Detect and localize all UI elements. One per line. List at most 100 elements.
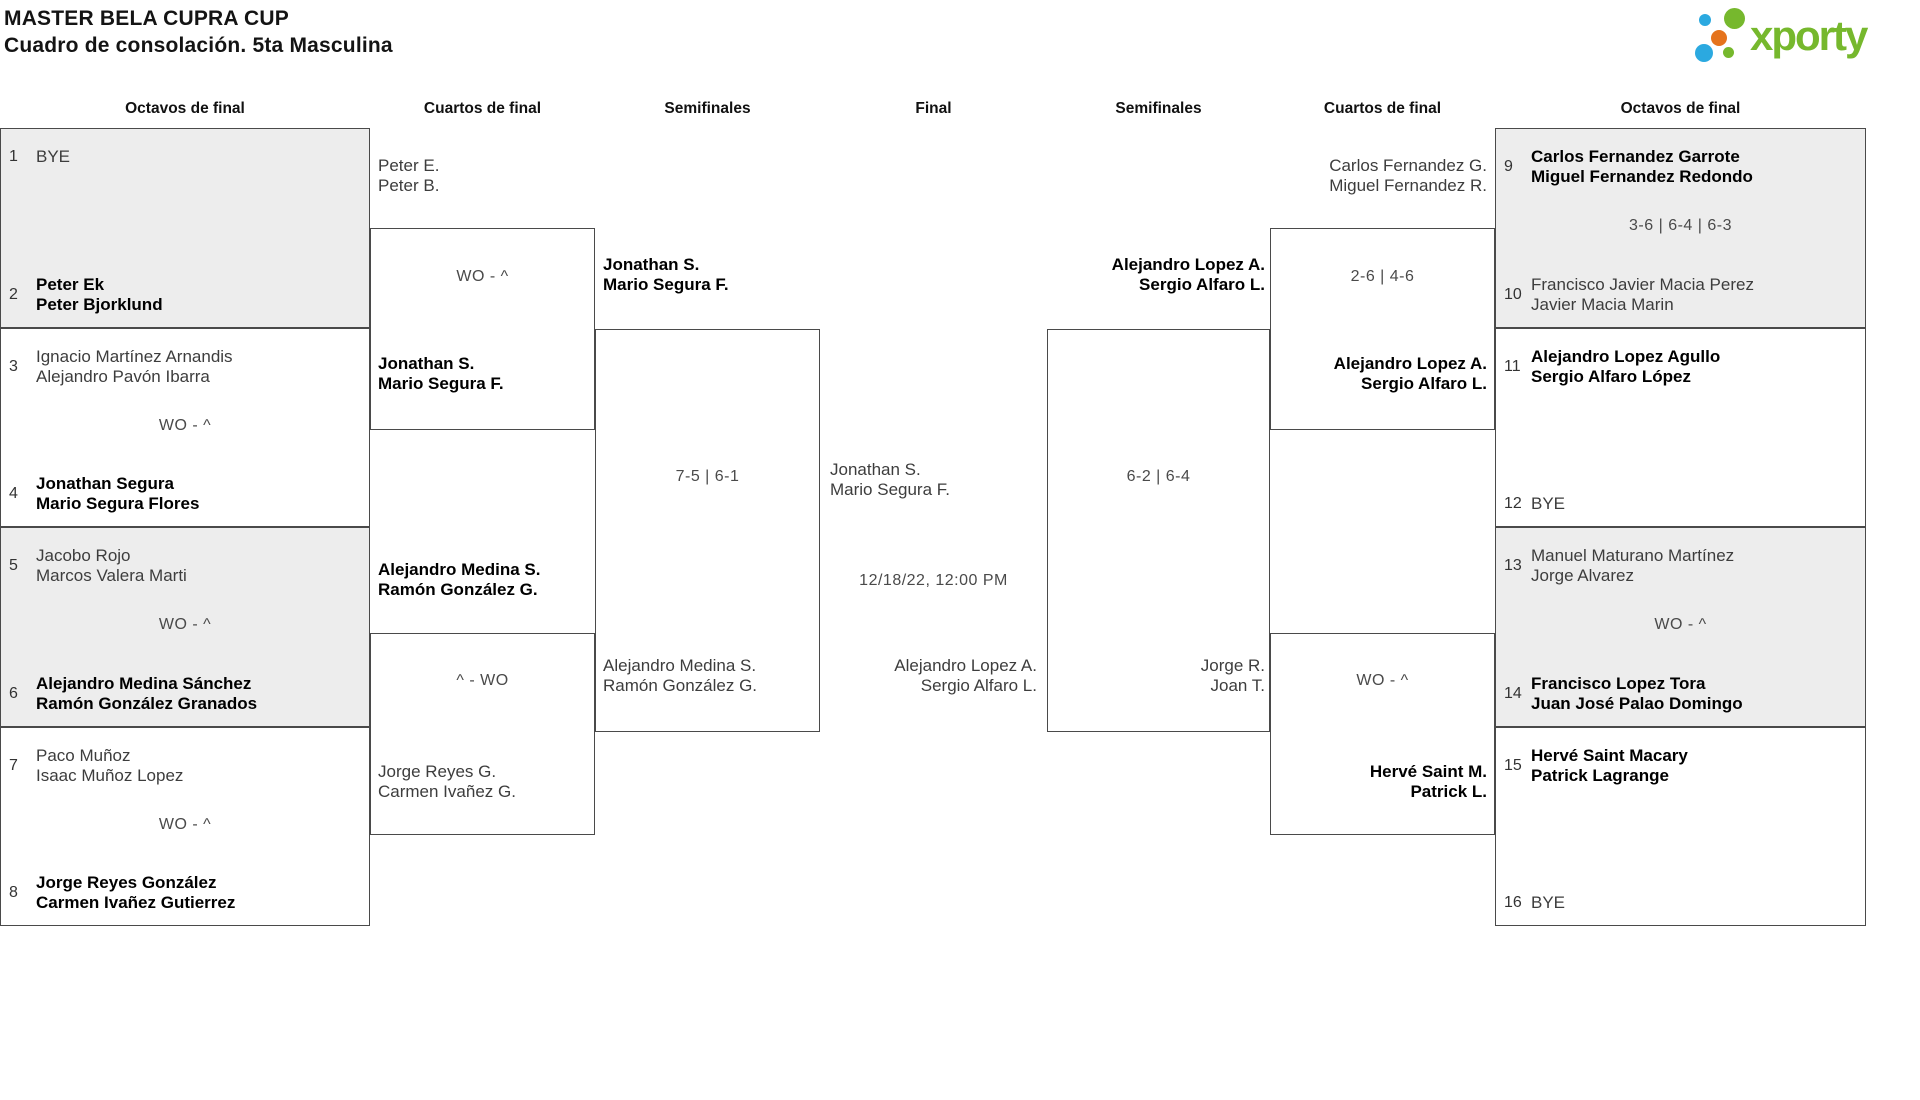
page-subtitle: Cuadro de consolación. 5ta Masculina [4, 34, 393, 57]
seed-number: 5 [9, 557, 18, 574]
round-header-octavos-left: Octavos de final [125, 100, 245, 117]
logo-dot-blue-large [1695, 44, 1713, 62]
match-score: 2-6 | 4-6 [1350, 268, 1415, 285]
team-slot: 2 Peter Ek Peter Bjorklund [9, 275, 361, 315]
logo-wordmark: xporty [1750, 12, 1868, 59]
bracket-connector-qf-right-1 [1270, 228, 1495, 430]
team-names: Carlos Fernandez Garrote Miguel Fernande… [1531, 147, 1753, 186]
page-title: MASTER BELA CUPRA CUP [4, 7, 289, 30]
round-header-semis-right: Semifinales [1115, 100, 1202, 117]
seed-number: 1 [9, 148, 18, 165]
team-slot: 1 BYE [9, 147, 361, 167]
team-names: Hervé Saint M. Patrick L. [1369, 762, 1487, 801]
team-names: Jorge Reyes González Carmen Ivañez Gutie… [36, 873, 236, 912]
match-box-octavos-7-8: 7 Paco Muñoz Isaac Muñoz Lopez WO - ^ 8 … [0, 727, 370, 926]
round-header-cuartos-left: Cuartos de final [423, 100, 542, 117]
seed-number: 3 [9, 358, 18, 375]
seed-number: 13 [1504, 557, 1522, 574]
match-box-octavos-15-16: 15 Hervé Saint Macary Patrick Lagrange 1… [1495, 727, 1866, 926]
team-names: Jonathan S. Mario Segura F. [378, 354, 504, 393]
match-box-octavos-9-10: 9 Carlos Fernandez Garrote Miguel Fernan… [1495, 128, 1866, 328]
seed-number: 6 [9, 685, 18, 702]
bracket-connector-sf-left [595, 329, 820, 732]
seed-number: 8 [9, 884, 18, 901]
logo-dot-green-small [1723, 47, 1734, 58]
team-names: Jorge Reyes G. Carmen Ivañez G. [378, 762, 516, 801]
match-box-octavos-5-6: 5 Jacobo Rojo Marcos Valera Marti WO - ^… [0, 527, 370, 727]
team-names: Alejandro Lopez A. Sergio Alfaro L. [1111, 255, 1265, 294]
team-names: Manuel Maturano Martínez Jorge Alvarez [1531, 546, 1735, 585]
team-slot: 5 Jacobo Rojo Marcos Valera Marti [9, 546, 361, 586]
team-names: Alejandro Lopez A. Sergio Alfaro L. [1333, 354, 1487, 393]
team-slot: 9 Carlos Fernandez Garrote Miguel Fernan… [1504, 147, 1857, 187]
team-slot: 15 Hervé Saint Macary Patrick Lagrange [1504, 746, 1857, 786]
team-names: BYE [1531, 494, 1566, 513]
round-header-final: Final [915, 100, 952, 117]
seed-number: 7 [9, 757, 18, 774]
team-names: Paco Muñoz Isaac Muñoz Lopez [36, 746, 184, 785]
team-slot: 12 BYE [1504, 494, 1857, 514]
match-score: WO - ^ [456, 268, 509, 285]
team-slot: 16 BYE [1504, 893, 1857, 913]
team-slot: 6 Alejandro Medina Sánchez Ramón Gonzále… [9, 674, 361, 714]
seed-number: 15 [1504, 757, 1522, 774]
seed-number: 10 [1504, 286, 1522, 303]
round-header-semis-left: Semifinales [664, 100, 751, 117]
round-header-octavos-right: Octavos de final [1620, 100, 1741, 117]
round-header-cuartos-right: Cuartos de final [1323, 100, 1442, 117]
seed-number: 9 [1504, 158, 1513, 175]
seed-number: 2 [9, 286, 18, 303]
match-box-octavos-11-12: 11 Alejandro Lopez Agullo Sergio Alfaro … [1495, 328, 1866, 527]
team-names: Jacobo Rojo Marcos Valera Marti [36, 546, 187, 585]
team-slot: 13 Manuel Maturano Martínez Jorge Alvare… [1504, 546, 1857, 586]
team-names: Jonathan Segura Mario Segura Flores [36, 474, 200, 513]
team-names: Peter Ek Peter Bjorklund [36, 275, 163, 314]
logo-dot-blue-small [1699, 14, 1711, 26]
team-slot: 11 Alejandro Lopez Agullo Sergio Alfaro … [1504, 347, 1857, 387]
team-names: Francisco Javier Macia Perez Javier Maci… [1531, 275, 1754, 314]
team-names: Jonathan S. Mario Segura F. [603, 255, 729, 294]
logo-dot-green-large [1724, 8, 1745, 29]
match-score: WO - ^ [1654, 616, 1707, 633]
logo-dot-orange [1711, 30, 1727, 46]
seed-number: 12 [1504, 495, 1522, 512]
match-score: WO - ^ [158, 417, 212, 434]
match-score: 6-2 | 6-4 [1126, 468, 1191, 485]
match-box-octavos-1-2: 1 BYE 2 Peter Ek Peter Bjorklund [0, 128, 370, 328]
team-names: BYE [36, 147, 71, 166]
team-names: Jonathan S. Mario Segura F. [830, 460, 950, 499]
match-score: 7-5 | 6-1 [675, 468, 740, 485]
bracket-connector-qf-left-2 [370, 633, 595, 835]
team-slot: 14 Francisco Lopez Tora Juan José Palao … [1504, 674, 1857, 714]
team-slot: 10 Francisco Javier Macia Perez Javier M… [1504, 275, 1857, 315]
team-slot: 3 Ignacio Martínez Arnandis Alejandro Pa… [9, 347, 361, 387]
bracket-connector-qf-left-1 [370, 228, 595, 430]
match-score: ^ - WO [456, 672, 509, 689]
match-box-octavos-13-14: 13 Manuel Maturano Martínez Jorge Alvare… [1495, 527, 1866, 727]
team-names: Alejandro Medina S. Ramón González G. [603, 656, 758, 695]
match-score: 3-6 | 6-4 | 6-3 [1629, 217, 1732, 234]
team-slot: 8 Jorge Reyes González Carmen Ivañez Gut… [9, 873, 361, 913]
seed-number: 4 [9, 485, 18, 502]
team-names: Peter E. Peter B. [378, 156, 440, 195]
seed-number: 11 [1504, 358, 1521, 375]
team-names: Jorge R. Joan T. [1200, 656, 1265, 695]
team-slot: 4 Jonathan Segura Mario Segura Flores [9, 474, 361, 514]
bracket-connector-sf-right [1047, 329, 1270, 732]
xporty-logo[interactable]: xporty [1690, 6, 1915, 68]
team-names: Alejandro Lopez Agullo Sergio Alfaro Lóp… [1531, 347, 1721, 386]
team-names: Alejandro Medina Sánchez Ramón González … [36, 674, 258, 713]
team-names: BYE [1531, 893, 1566, 912]
team-names: Hervé Saint Macary Patrick Lagrange [1531, 746, 1688, 785]
final-datetime: 12/18/22, 12:00 PM [859, 572, 1008, 589]
seed-number: 14 [1504, 685, 1522, 702]
team-names: Ignacio Martínez Arnandis Alejandro Pavó… [36, 347, 233, 386]
team-names: Alejandro Lopez A. Sergio Alfaro L. [894, 656, 1037, 695]
title-block: MASTER BELA CUPRA CUP Cuadro de consolac… [4, 5, 393, 59]
team-names: Carlos Fernandez G. Miguel Fernandez R. [1329, 156, 1487, 195]
match-score: WO - ^ [1356, 672, 1409, 689]
seed-number: 16 [1504, 894, 1522, 911]
match-score: WO - ^ [158, 816, 212, 833]
bracket-connector-qf-right-2 [1270, 633, 1495, 835]
